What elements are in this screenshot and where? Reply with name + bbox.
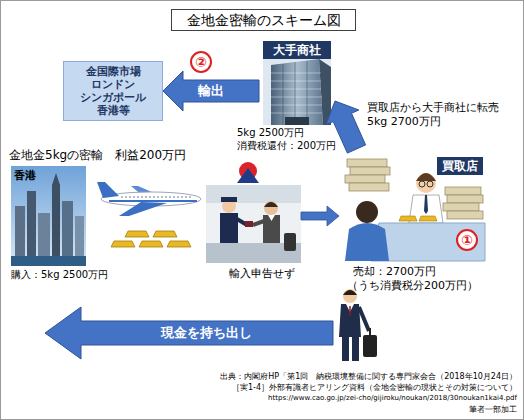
customs-scene [206,185,301,263]
hong-kong-skyline-part [15,206,25,256]
airplane [97,182,201,216]
step-label: 輸入申告せず [229,267,295,280]
callout-circle: ② [190,51,212,73]
customs-logo-part [237,168,259,183]
cash-stack-part [347,159,387,167]
gold-bars [111,231,191,247]
flow-arrow [301,206,339,226]
buyer-shop-scene-part [416,173,436,181]
office-building-part [285,117,309,125]
airplane-part [109,200,197,202]
buyer-shop-scene-part [416,173,436,193]
customs-scene-part [268,215,275,221]
cash-carry-arrow [45,307,333,359]
hong-kong-skyline-part [75,216,84,256]
arrow-label: 買取店から大手商社に転売 5kg 2700万円 [367,101,507,129]
cash-carry-arrow-part [45,307,333,359]
price-label: 購入：5kg 2500万円 [11,269,108,281]
buyer-shop-scene-part [345,223,389,261]
businessman-with-suitcase-part [369,328,371,335]
callout-number: ② [195,55,207,69]
hong-kong-skyline-part [52,173,60,185]
gold-bars-part [167,241,191,247]
diagram-title: 金地金密輸のスキーム図 [171,9,356,31]
customs-scene-part [245,221,253,227]
arrow-label: 現金を持ち出し [161,325,252,341]
office-building-part [283,61,307,125]
cash-stack-part [447,211,483,219]
hong-kong-skyline-part [11,256,86,266]
office-building-part [271,59,323,125]
businessman-with-suitcase-part [352,335,359,361]
source-url: https://www.cao.go.jp/zei-cho/gijiroku/n… [268,394,517,403]
hong-kong-skyline-part [27,191,36,256]
gold-bars-part [125,231,149,237]
cash-stack-part [443,203,479,211]
cash-stack-part [345,175,385,183]
export-arrow [163,71,259,111]
buyer-shop-scene-part [356,201,378,223]
trading-company-node: 大手商社 [259,41,335,125]
businessman-with-suitcase-part [359,307,369,331]
hong-kong-skyline-part [11,166,86,266]
source-note: ［実1-4］外部有識者ヒアリング資料（金地金密輸の現状とその対策について） [232,383,517,393]
customs-logo [237,162,259,183]
businessman-with-suitcase-part [342,335,349,361]
businessman-with-suitcase [339,289,377,361]
place-label: 香港 [14,169,36,182]
customs-scene-part [284,233,296,251]
flow-arrow-part [301,206,339,226]
buyer-shop-scene-part [427,181,433,187]
node-text: 金国際市場 ロンドン シンガポール 香港等 [68,65,158,117]
arrow-label: 輸出 [198,83,224,99]
cash-stack-part [445,187,481,195]
hong-kong-skyline-part [38,213,50,256]
tax-label: （うち消費税分200万円） [347,279,478,292]
office-building [263,59,331,125]
cash-stack-part [350,167,390,175]
customs-scene-part [253,221,264,225]
scheme-note: 金地金5kgの密輸 利益200万円 [9,148,186,163]
hong-kong-skyline-part [52,185,60,256]
customs-scene-part [206,185,301,263]
customs-scene-part [264,202,278,207]
buyer-shop-scene-part [419,181,425,187]
gold-bars-part [139,241,163,247]
callout-number: ① [461,233,473,247]
price-label: 売却：2700万円 [353,265,436,278]
cash-stack-part [447,195,483,203]
airplane-part [121,196,191,197]
refund-label: 消費税還付：200万円 [237,140,336,152]
callout-circle: ① [456,229,478,251]
customs-scene-part [206,185,301,203]
office-building-part [271,73,322,113]
gold-bars-part [153,231,177,237]
customs-scene-part [221,197,237,202]
airplane-part [119,202,167,216]
buyer-shop-scene-part [424,195,428,214]
office-building-part [263,59,331,125]
buyer-shop-scene-part [419,216,437,221]
source-note: 筆者一部加工 [469,405,517,415]
cash-stack-part [349,183,389,191]
source-note: 出典：内閣府HP「第1回 納税環境整備に関する専門家会合（2018年10月24日… [220,372,517,382]
node-tag: 大手商社 [263,41,331,59]
hong-kong-skyline-part [62,201,73,256]
node-tag: 買取店 [437,157,483,175]
price-label: 5kg 2500万円 [237,127,304,139]
airplane-part [97,182,119,198]
buyer-shop-scene-part [399,216,417,221]
hong-kong-skyline [11,166,86,266]
market-box: 金国際市場 ロンドン シンガポール 香港等 [63,61,163,121]
businessman-with-suitcase-part [363,335,377,357]
businessman-with-suitcase-part [349,306,351,316]
gold-bars-part [111,241,135,247]
customs-scene-part [264,201,278,215]
